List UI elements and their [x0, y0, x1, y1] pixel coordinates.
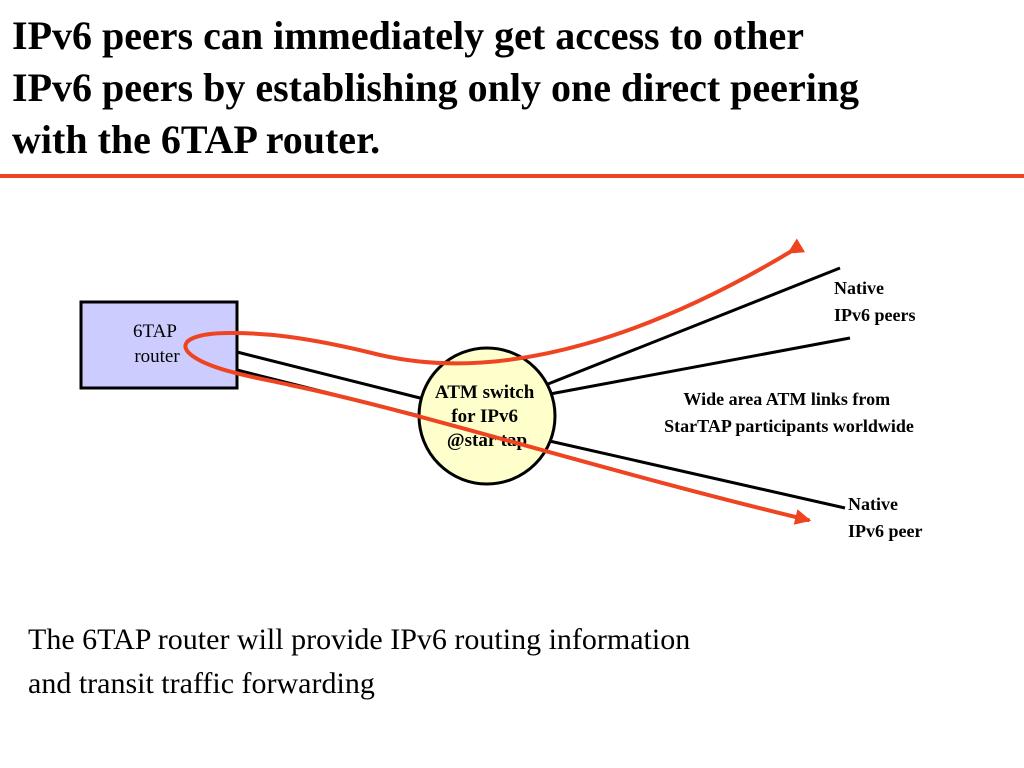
traffic-path-arrow: [183, 238, 812, 525]
native-peers-label-line: Native: [834, 278, 884, 298]
router-label: 6TAP router: [133, 321, 181, 367]
native-peer-label-line: Native: [848, 494, 898, 514]
title-line: IPv6 peers by establishing only one dire…: [12, 65, 860, 110]
atm-link-native-peer: [544, 438, 846, 510]
title-line: IPv6 peers can immediately get access to…: [12, 13, 804, 58]
native-peer-label: Native IPv6 peer: [848, 494, 922, 541]
title-divider: [0, 174, 1024, 178]
atm-switch-label: ATM switch for IPv6 @star tap: [435, 382, 539, 451]
atm-switch-label-line: for IPv6: [451, 406, 518, 427]
wide-area-label-line: Wide area ATM links from: [683, 389, 890, 409]
title-line: with the 6TAP router.: [12, 117, 381, 162]
native-peers-label-line: IPv6 peers: [834, 305, 915, 325]
slide-title: IPv6 peers can immediately get access to…: [12, 10, 1012, 166]
caption-line: and transit traffic forwarding: [28, 667, 375, 700]
caption-line: The 6TAP router will provide IPv6 routin…: [28, 623, 691, 656]
native-peers-label: Native IPv6 peers: [834, 278, 915, 325]
atm-switch-label-line: @star tap: [447, 430, 527, 451]
router-label-line: router: [134, 346, 180, 367]
router-link-upper: [236, 350, 429, 402]
native-peer-label-line: IPv6 peer: [848, 521, 922, 541]
router-node: [79, 300, 239, 390]
slide-caption: The 6TAP router will provide IPv6 routin…: [28, 618, 988, 706]
wide-area-label-line: StarTAP participants worldwide: [664, 416, 914, 436]
wide-area-label: Wide area ATM links from StarTAP partici…: [664, 389, 914, 436]
router-label-line: 6TAP: [133, 321, 176, 342]
atm-switch-label-line: ATM switch: [435, 382, 535, 403]
